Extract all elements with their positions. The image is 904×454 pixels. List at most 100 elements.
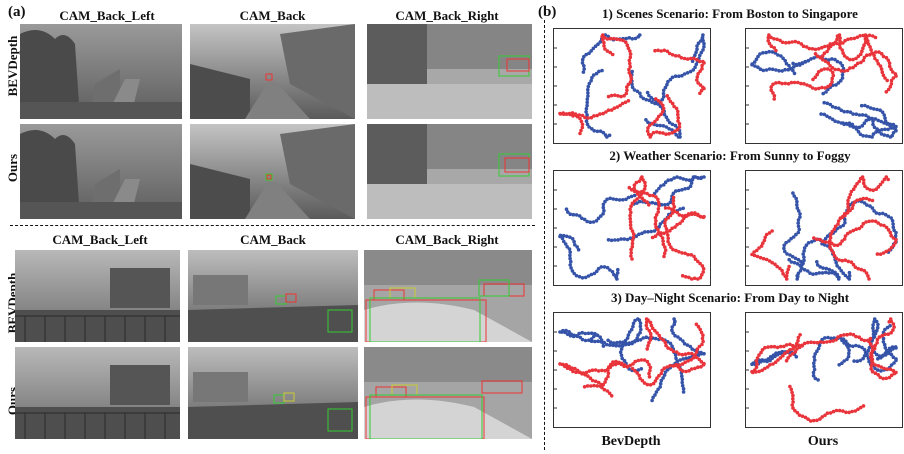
scatter-point-blue bbox=[847, 343, 852, 348]
scatter-point-blue bbox=[795, 274, 799, 278]
scatter-point-red bbox=[661, 106, 666, 111]
scatter-point-blue bbox=[848, 110, 853, 114]
scatter-point-blue bbox=[863, 350, 868, 355]
scatter-point-red bbox=[878, 182, 883, 187]
scatter-point-blue bbox=[651, 395, 655, 400]
scatter-weather-bevdepth bbox=[553, 170, 711, 286]
scatter-point-red bbox=[628, 61, 632, 66]
scatter-point-red bbox=[851, 65, 855, 70]
scatter-point-red bbox=[628, 216, 632, 221]
scatter-point-blue bbox=[592, 334, 596, 339]
scatter-point-blue bbox=[868, 204, 872, 208]
scatter-point-blue bbox=[591, 220, 596, 224]
scatter-point-blue bbox=[812, 56, 816, 60]
scatter-point-blue bbox=[567, 330, 571, 334]
scatter-point-red bbox=[696, 277, 700, 281]
scatter-point-red bbox=[874, 50, 878, 54]
scatter-point-red bbox=[793, 39, 798, 44]
scatter-point-red bbox=[674, 248, 678, 253]
scatter-point-red bbox=[835, 37, 839, 42]
scatter-point-blue bbox=[846, 354, 851, 359]
scatter-point-red bbox=[656, 200, 661, 205]
scatter-point-red bbox=[765, 365, 770, 369]
scatter-point-red bbox=[828, 44, 833, 48]
scatter-point-blue bbox=[876, 368, 880, 372]
scatter-point-blue bbox=[630, 69, 634, 74]
scatter-point-blue bbox=[596, 216, 601, 221]
scatter-point-red bbox=[773, 262, 777, 267]
scatter-point-red bbox=[659, 101, 663, 105]
scatter-point-blue bbox=[644, 97, 649, 102]
scatter-point-red bbox=[884, 249, 889, 254]
scatter-point-blue bbox=[617, 344, 622, 348]
scatter-point-red bbox=[781, 272, 785, 276]
scatter-point-red bbox=[661, 239, 665, 243]
scatter-point-blue bbox=[796, 209, 801, 213]
scatter-point-blue bbox=[567, 247, 572, 251]
scatter-point-red bbox=[821, 340, 826, 345]
scatter-point-blue bbox=[586, 94, 590, 98]
scatter-point-red bbox=[794, 344, 798, 348]
scatter-point-blue bbox=[782, 246, 786, 251]
scatter-point-blue bbox=[682, 72, 687, 76]
scatter-point-blue bbox=[881, 336, 886, 341]
scatter-point-red bbox=[876, 221, 880, 225]
scatter-point-red bbox=[603, 380, 607, 384]
scatter-point-blue bbox=[851, 112, 855, 116]
scatter-point-blue bbox=[804, 243, 809, 247]
scatter-point-red bbox=[628, 213, 632, 218]
bottom-col-title-left: CAM_Back_Left bbox=[52, 232, 148, 247]
scatter-point-red bbox=[633, 369, 637, 373]
scatter-point-red bbox=[886, 177, 890, 182]
scatter-point-blue bbox=[694, 50, 698, 55]
scatter-point-red bbox=[701, 339, 705, 344]
scatter-point-blue bbox=[580, 337, 585, 342]
scatter-point-blue bbox=[891, 122, 896, 127]
scatter-point-blue bbox=[608, 340, 613, 344]
scatter-point-blue bbox=[840, 338, 844, 343]
scatter-point-red bbox=[767, 231, 772, 235]
scatter-point-red bbox=[876, 62, 881, 66]
scatter-point-red bbox=[788, 353, 792, 358]
scatter-point-blue bbox=[582, 217, 587, 222]
scatter-point-blue bbox=[581, 70, 586, 74]
scatter-point-red bbox=[778, 38, 782, 43]
scatter-point-blue bbox=[886, 214, 891, 219]
scatter-point-red bbox=[844, 410, 848, 415]
scatter-point-red bbox=[823, 413, 827, 418]
scatter-point-blue bbox=[662, 112, 667, 117]
scatter-point-blue bbox=[875, 325, 880, 330]
scatter-point-red bbox=[632, 186, 636, 191]
scatter-point-blue bbox=[563, 242, 568, 246]
scatter-point-blue bbox=[672, 176, 676, 180]
scatter-point-red bbox=[653, 328, 657, 333]
scatter-point-blue bbox=[809, 57, 813, 61]
scatter-point-red bbox=[596, 380, 601, 385]
scatter-point-red bbox=[666, 233, 670, 237]
scatter-point-blue bbox=[862, 121, 867, 125]
scatter-point-blue bbox=[827, 58, 831, 62]
scatter-point-blue bbox=[599, 265, 604, 269]
scatter-point-blue bbox=[673, 333, 677, 338]
bottom-col-title-right: CAM_Back_Right bbox=[395, 232, 499, 247]
scatter-point-red bbox=[787, 264, 791, 269]
scatter-point-blue bbox=[662, 183, 666, 187]
scatter-point-blue bbox=[877, 354, 882, 358]
scatter-point-blue bbox=[883, 127, 887, 132]
scatter-point-blue bbox=[892, 361, 896, 365]
scatter-point-red bbox=[687, 275, 691, 280]
scatter-point-red bbox=[772, 97, 776, 101]
scatter-point-blue bbox=[637, 199, 642, 204]
scatter-point-red bbox=[575, 368, 580, 373]
scatter-point-red bbox=[873, 363, 877, 367]
scatter-point-red bbox=[889, 67, 893, 72]
scatter-point-blue bbox=[865, 353, 869, 358]
scatter-point-red bbox=[813, 52, 818, 56]
scatter-point-red bbox=[755, 362, 759, 366]
scatter-point-red bbox=[784, 358, 789, 363]
scatter-point-red bbox=[676, 119, 680, 123]
scatter-point-red bbox=[685, 57, 690, 61]
scatter-point-blue bbox=[558, 234, 562, 239]
scatter-point-blue bbox=[675, 175, 679, 179]
scatter-point-blue bbox=[792, 65, 796, 69]
